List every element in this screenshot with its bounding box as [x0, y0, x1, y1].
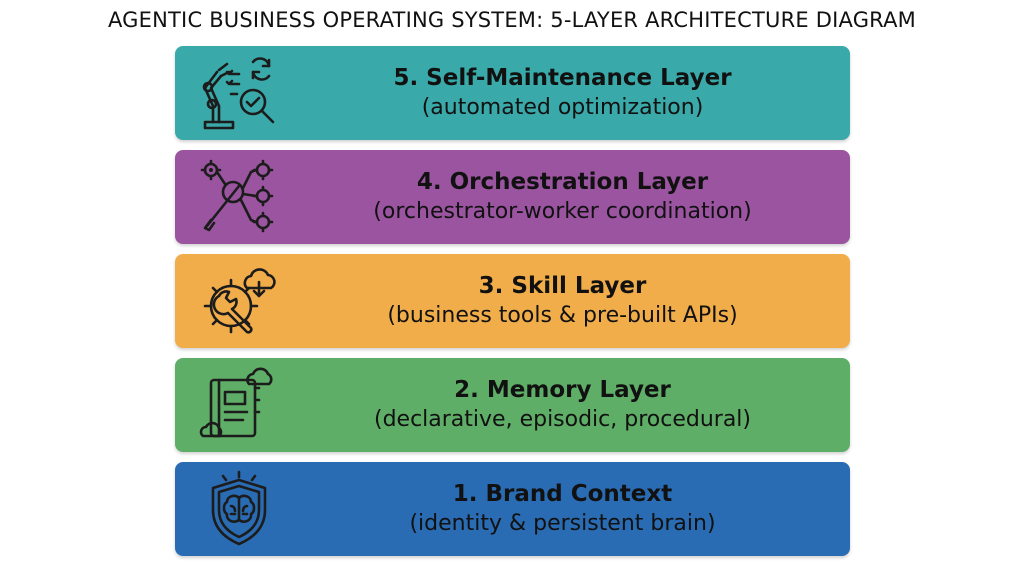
- layer-title: 1. Brand Context: [452, 481, 673, 507]
- layer-title: 3. Skill Layer: [478, 273, 647, 299]
- robot-arm-magnifier-icon: [195, 54, 283, 132]
- layer-text: 5. Self-Maintenance Layer (automated opt…: [285, 46, 840, 140]
- layer-stack: 5. Self-Maintenance Layer (automated opt…: [175, 46, 850, 566]
- layer-subtitle: (business tools & pre-built APIs): [387, 303, 738, 328]
- layer-2-memory: 2. Memory Layer (declarative, episodic, …: [175, 358, 850, 452]
- layer-title: 5. Self-Maintenance Layer: [393, 65, 732, 91]
- layer-subtitle: (identity & persistent brain): [409, 511, 716, 536]
- layer-subtitle: (orchestrator-worker coordination): [373, 199, 752, 224]
- layer-5-self-maintenance: 5. Self-Maintenance Layer (automated opt…: [175, 46, 850, 140]
- layer-title: 4. Orchestration Layer: [416, 169, 709, 195]
- page-title: AGENTIC BUSINESS OPERATING SYSTEM: 5-LAY…: [107, 8, 917, 32]
- shield-brain-icon: [195, 470, 283, 548]
- layer-text: 1. Brand Context (identity & persistent …: [285, 462, 840, 556]
- layer-text: 2. Memory Layer (declarative, episodic, …: [285, 358, 840, 452]
- layer-1-brand-context: 1. Brand Context (identity & persistent …: [175, 462, 850, 556]
- layer-3-skill: 3. Skill Layer (business tools & pre-bui…: [175, 254, 850, 348]
- layer-subtitle: (declarative, episodic, procedural): [373, 407, 752, 432]
- layer-text: 4. Orchestration Layer (orchestrator-wor…: [285, 150, 840, 244]
- layer-subtitle: (automated optimization): [421, 95, 704, 120]
- layer-text: 3. Skill Layer (business tools & pre-bui…: [285, 254, 840, 348]
- notebook-cloud-icon: [195, 366, 283, 444]
- layer-title: 2. Memory Layer: [454, 377, 671, 403]
- layer-4-orchestration: 4. Orchestration Layer (orchestrator-wor…: [175, 150, 850, 244]
- conductor-baton-gears-icon: [195, 158, 283, 236]
- gear-wrench-cloud-icon: [195, 262, 283, 340]
